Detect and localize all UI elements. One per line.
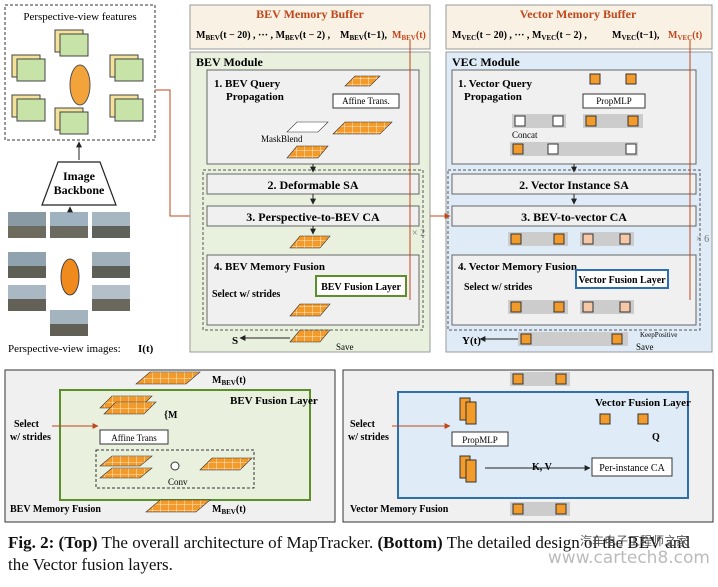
image-backbone <box>41 161 117 206</box>
propmlp-box <box>582 93 646 109</box>
vec-fusion-layer-label: Vector Fusion Layer <box>578 275 666 286</box>
bev-save-label: Save <box>336 342 354 352</box>
vec-fusion-select: Select <box>350 419 376 430</box>
vec-buffer-items-recent: MVEC(t−1), <box>612 30 660 42</box>
backbone-label-1: Image <box>63 169 96 183</box>
vec-propmlp-label: PropMLP <box>462 435 498 445</box>
backbone-label-2: Backbone <box>54 183 105 197</box>
vec-save-label: Save <box>636 342 654 352</box>
vec-buffer-items: MVEC(t − 20) , ··· , MVEC(t − 2) , <box>452 30 587 42</box>
vec-s1-label: 1. Vector Query <box>458 78 533 90</box>
bev-fusion-title: BEV Fusion Layer <box>230 395 318 407</box>
vec-output-Y: Y(t) <box>462 335 481 347</box>
bev-module-title: BEV Module <box>196 55 263 69</box>
keep-positive-label: KeepPositive <box>640 331 677 339</box>
vec-select-label: Select w/ strides <box>464 282 532 293</box>
caption-text-1: The overall architecture of MapTracker. <box>97 533 374 552</box>
watermark-cn: 汽车电子工程师之家 <box>579 534 688 548</box>
vec-s3-box <box>451 205 697 227</box>
bottom-bev-fusion: BEV Fusion Layer MBEV(t) {M Select w/ st… <box>4 369 336 523</box>
vec-module: Vector Memory Buffer MVEC(t − 20) , ··· … <box>430 4 713 353</box>
vec-fused-row <box>508 300 634 346</box>
bottom-vec-fusion: Vector Fusion Layer Select w/ strides Pr… <box>342 369 714 523</box>
bev-affine-box <box>99 429 169 445</box>
bev-s1-label: 1. BEV Query <box>214 78 281 90</box>
per-instance-ca-box <box>591 457 673 477</box>
bev-buffer-items: MBEV(t − 20) , ··· , MBEV(t − 2) , <box>196 30 331 42</box>
vec-module-title: VEC Module <box>452 55 520 69</box>
bev-fusion-layer-label: BEV Fusion Layer <box>321 282 401 293</box>
bev-repeat: × 2 <box>412 228 425 239</box>
persp-images-symbol: I(t) <box>138 343 154 355</box>
car-icon <box>60 258 80 296</box>
bev-module: BEV Memory Buffer MBEV(t − 20) , ··· , M… <box>189 4 431 353</box>
bev-fusion-set: {M <box>164 410 178 421</box>
caption-bottom: (Bottom) <box>373 533 443 552</box>
street-photos <box>8 212 130 336</box>
vec-propmlp-box <box>451 431 509 447</box>
vec-s3-label: 3. BEV-to-vector CA <box>521 210 627 224</box>
concat-label: Concat <box>512 130 538 140</box>
bev-fusion-out: MBEV(t) <box>212 504 246 516</box>
vec-q-label: Q <box>652 432 660 443</box>
affine-trans-box <box>332 93 400 109</box>
propmlp-label: PropMLP <box>596 96 632 106</box>
persp-features-label: Perspective-view features <box>23 11 136 23</box>
bev-s4-label: 4. BEV Memory Fusion <box>214 261 325 273</box>
plus-icon <box>170 461 180 471</box>
query-row <box>510 73 643 156</box>
bev-buffer-current: MBEV(t) <box>392 30 426 42</box>
bev-buffer-title: BEV Memory Buffer <box>256 7 364 21</box>
vec-prop-row <box>508 232 634 246</box>
bev-output-S: S <box>232 335 238 347</box>
vec-fusion-layer-box <box>575 269 669 289</box>
bev-fusion-in: MBEV(t) <box>212 375 246 387</box>
bev-s2-label: 2. Deformable SA <box>268 178 359 192</box>
figure-caption: Fig. 2: (Top) The overall architecture o… <box>8 532 713 576</box>
bev-s1-label-2: Propagation <box>226 91 284 103</box>
bev-buffer-items-recent: MBEV(t−1), <box>340 30 388 42</box>
perspective-panel: Perspective-view features Image Backbone <box>4 4 204 355</box>
bev-affine-label: Affine Trans <box>111 433 157 443</box>
vec-fusion-footer: Vector Memory Fusion <box>350 504 449 515</box>
vec-repeat: × 6 <box>696 234 709 245</box>
bev-fusion-footer: BEV Memory Fusion <box>10 504 101 515</box>
bev-select-label: Select w/ strides <box>212 289 280 300</box>
feature-cube-icon <box>11 29 144 135</box>
maskblend-label: MaskBlend <box>261 134 303 144</box>
vec-buffer-title: Vector Memory Buffer <box>520 7 637 21</box>
bev-fusion-select-2: w/ strides <box>10 432 51 443</box>
caption-top: (Top) <box>58 533 98 552</box>
bev-fusion-select: Select <box>14 419 40 430</box>
bev-fusion-layer-box <box>315 275 407 297</box>
bev-s3-label: 3. Perspective-to-BEV CA <box>246 210 380 224</box>
vec-fusion-title: Vector Fusion Layer <box>595 397 691 409</box>
vec-buffer-current: MVEC(t) <box>668 30 702 42</box>
vec-s2-label: 2. Vector Instance SA <box>519 178 629 192</box>
affine-trans-label: Affine Trans. <box>342 96 390 106</box>
watermark-url: www.cartech8.com <box>547 548 710 568</box>
bev-conv-label: Conv <box>168 477 188 487</box>
caption-text-2: The detailed design of the BEV and the V… <box>8 533 690 574</box>
vec-fusion-select-2: w/ strides <box>348 432 389 443</box>
caption-label: Fig. 2: <box>8 533 55 552</box>
persp-images-label: Perspective-view images: <box>8 343 121 355</box>
car-icon <box>69 64 91 106</box>
per-instance-ca-label: Per-instance CA <box>599 463 665 474</box>
vec-s4-label: 4. Vector Memory Fusion <box>458 261 577 273</box>
vec-s1-label-2: Propagation <box>464 91 522 103</box>
